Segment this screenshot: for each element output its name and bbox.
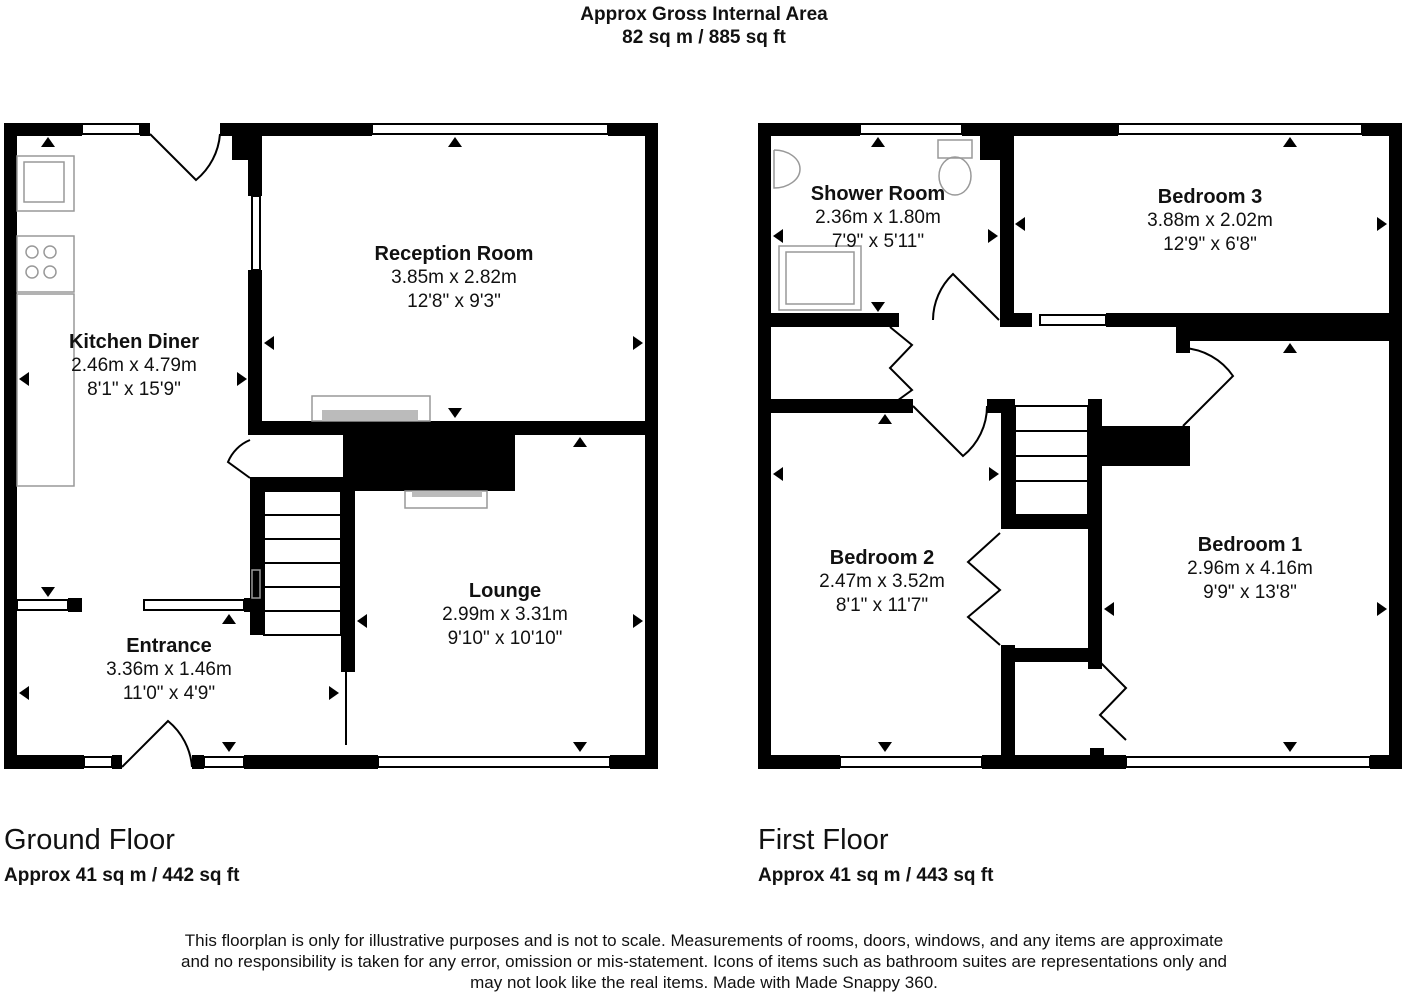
room-name: Bedroom 2 (829, 547, 935, 569)
gf-wall-bottom-b (112, 755, 122, 769)
ff-wall-shower-bottom (771, 313, 899, 327)
ff-wall-stairs-right (1088, 399, 1102, 669)
room-label-lounge: Lounge 2.99m x 3.31m 9'10" x 10'10" (380, 579, 630, 651)
ff-wall-bed3-bottom (1106, 313, 1402, 327)
room-size-metric: 3.88m x 2.02m (1147, 210, 1273, 231)
disclaimer: This floorplan is only for illustrative … (104, 930, 1304, 993)
room-size-metric: 3.36m x 1.46m (106, 659, 232, 680)
ff-wall-stairs-block (1088, 426, 1190, 466)
room-size-imperial: 11'0" x 4'9" (122, 683, 216, 704)
disclaimer-line: and no responsibility is taken for any e… (181, 952, 1227, 971)
room-size-metric: 2.46m x 4.79m (71, 355, 197, 376)
ff-wall-right (1389, 123, 1402, 769)
room-label-bedroom-3: Bedroom 3 3.88m x 2.02m 12'9" x 6'8" (1100, 185, 1320, 257)
gross-area-title: Approx Gross Internal Area (580, 4, 828, 25)
first-floor-area: Approx 41 sq m / 443 sq ft (758, 865, 994, 886)
disclaimer-line: may not look like the real items. Made w… (470, 973, 938, 992)
gf-wall-top-right (220, 123, 372, 136)
gf-wall-pillar (232, 136, 248, 160)
ff-wall-cupboard-top (1001, 515, 1102, 529)
ff-wall-shower-pillar (980, 136, 1000, 160)
room-size-imperial: 9'9" x 13'8" (1203, 582, 1297, 603)
room-size-imperial: 7'9" x 5'11" (831, 231, 925, 252)
room-size-imperial: 8'1" x 11'7" (835, 595, 929, 616)
room-name: Kitchen Diner (68, 331, 200, 353)
gf-wall-right (645, 123, 658, 769)
gf-wall-under-reception (250, 477, 345, 491)
room-name: Bedroom 3 (1157, 186, 1263, 208)
room-size-metric: 2.96m x 4.16m (1187, 558, 1313, 579)
room-label-bedroom-2: Bedroom 2 2.47m x 3.52m 8'1" x 11'7" (782, 546, 982, 618)
room-size-imperial: 8'1" x 15'9" (87, 379, 181, 400)
first-floor-plan (758, 123, 1402, 769)
ff-wall-cupboard-left (1001, 645, 1015, 769)
gf-wall-top-mid (140, 123, 150, 136)
room-label-shower: Shower Room 2.36m x 1.80m 7'9" x 5'11" (778, 182, 978, 254)
ff-wall-top-b (962, 123, 1118, 136)
room-label-bedroom-1: Bedroom 1 2.96m x 4.16m 9'9" x 13'8" (1150, 533, 1350, 605)
gf-wall-left (4, 123, 17, 769)
room-name: Bedroom 1 (1197, 534, 1303, 556)
gf-wall-lounge-left (341, 477, 355, 672)
ground-floor-fireplace-fill (322, 410, 482, 497)
ff-wall-bed3-bottom2 (1190, 327, 1402, 341)
ff-wall-left (758, 123, 771, 769)
ff-wall-cupboard-bottom (1001, 648, 1102, 662)
room-label-entrance: Entrance 3.36m x 1.46m 11'0" x 4'9" (40, 634, 298, 706)
disclaimer-line: This floorplan is only for illustrative … (184, 931, 1224, 950)
gf-wall-reception-bottom (262, 421, 658, 435)
room-name: Entrance (126, 635, 212, 657)
first-floor-fixtures (773, 139, 973, 311)
gross-area-value: 82 sq m / 885 sq ft (622, 27, 786, 48)
ff-wall-bed3-step (1176, 313, 1190, 353)
room-size-metric: 2.47m x 3.52m (819, 571, 945, 592)
first-floor-arrows (773, 137, 1387, 752)
room-label-reception: Reception Room 3.85m x 2.82m 12'8" x 9'3… (300, 242, 608, 314)
room-size-metric: 2.99m x 3.31m (442, 604, 568, 625)
gf-wall-bottom-c (192, 755, 204, 769)
room-size-metric: 3.85m x 2.82m (391, 267, 517, 288)
ground-floor-doors (121, 133, 347, 768)
ground-floor-windows (16, 123, 611, 768)
gf-wall-bottom-d (244, 755, 378, 769)
gf-wall-kitchen-reception-2 (248, 270, 262, 435)
ff-wall-landing-a (1000, 313, 1032, 327)
gf-wall-bottom-e (610, 755, 658, 769)
first-floor-doors (888, 272, 1235, 741)
ff-wall-bottom-c (1370, 755, 1402, 769)
gf-chimney-block (343, 433, 515, 491)
gf-wall-kitchen-reception (248, 136, 262, 196)
room-size-imperial: 9'10" x 10'10" (447, 628, 563, 649)
first-floor-stairs (1014, 405, 1089, 516)
ff-wall-top-a (758, 123, 860, 136)
room-name: Reception Room (374, 243, 534, 265)
gf-wall-bottom-a (4, 755, 84, 769)
gf-wall-entrance-b (244, 598, 264, 612)
gf-wall-entrance-a (68, 598, 82, 612)
ground-floor-arrows (19, 137, 643, 752)
room-name: Lounge (468, 580, 542, 602)
ground-floor-plan (4, 123, 658, 769)
ff-wall-bottom-a (758, 755, 840, 769)
first-floor-title: First Floor (758, 824, 889, 856)
room-size-imperial: 12'9" x 6'8" (1163, 234, 1257, 255)
first-floor-windows (839, 123, 1371, 768)
ground-floor-title: Ground Floor (4, 824, 175, 856)
room-size-metric: 2.36m x 1.80m (815, 207, 941, 228)
room-name: Shower Room (810, 183, 946, 205)
ground-floor-area: Approx 41 sq m / 442 sq ft (4, 865, 240, 886)
room-label-kitchen: Kitchen Diner 2.46m x 4.79m 8'1" x 15'9" (20, 330, 248, 402)
ff-wall-stairs-left (1001, 399, 1015, 529)
gf-wall-top-left (4, 123, 82, 136)
ff-wall-shower-bed3 (1000, 136, 1014, 326)
ground-floor-stairs (263, 490, 342, 636)
ff-wall-bed1-mid (1090, 748, 1104, 769)
room-size-imperial: 12'8" x 9'3" (407, 291, 501, 312)
ff-wall-bed2-top (771, 399, 913, 413)
